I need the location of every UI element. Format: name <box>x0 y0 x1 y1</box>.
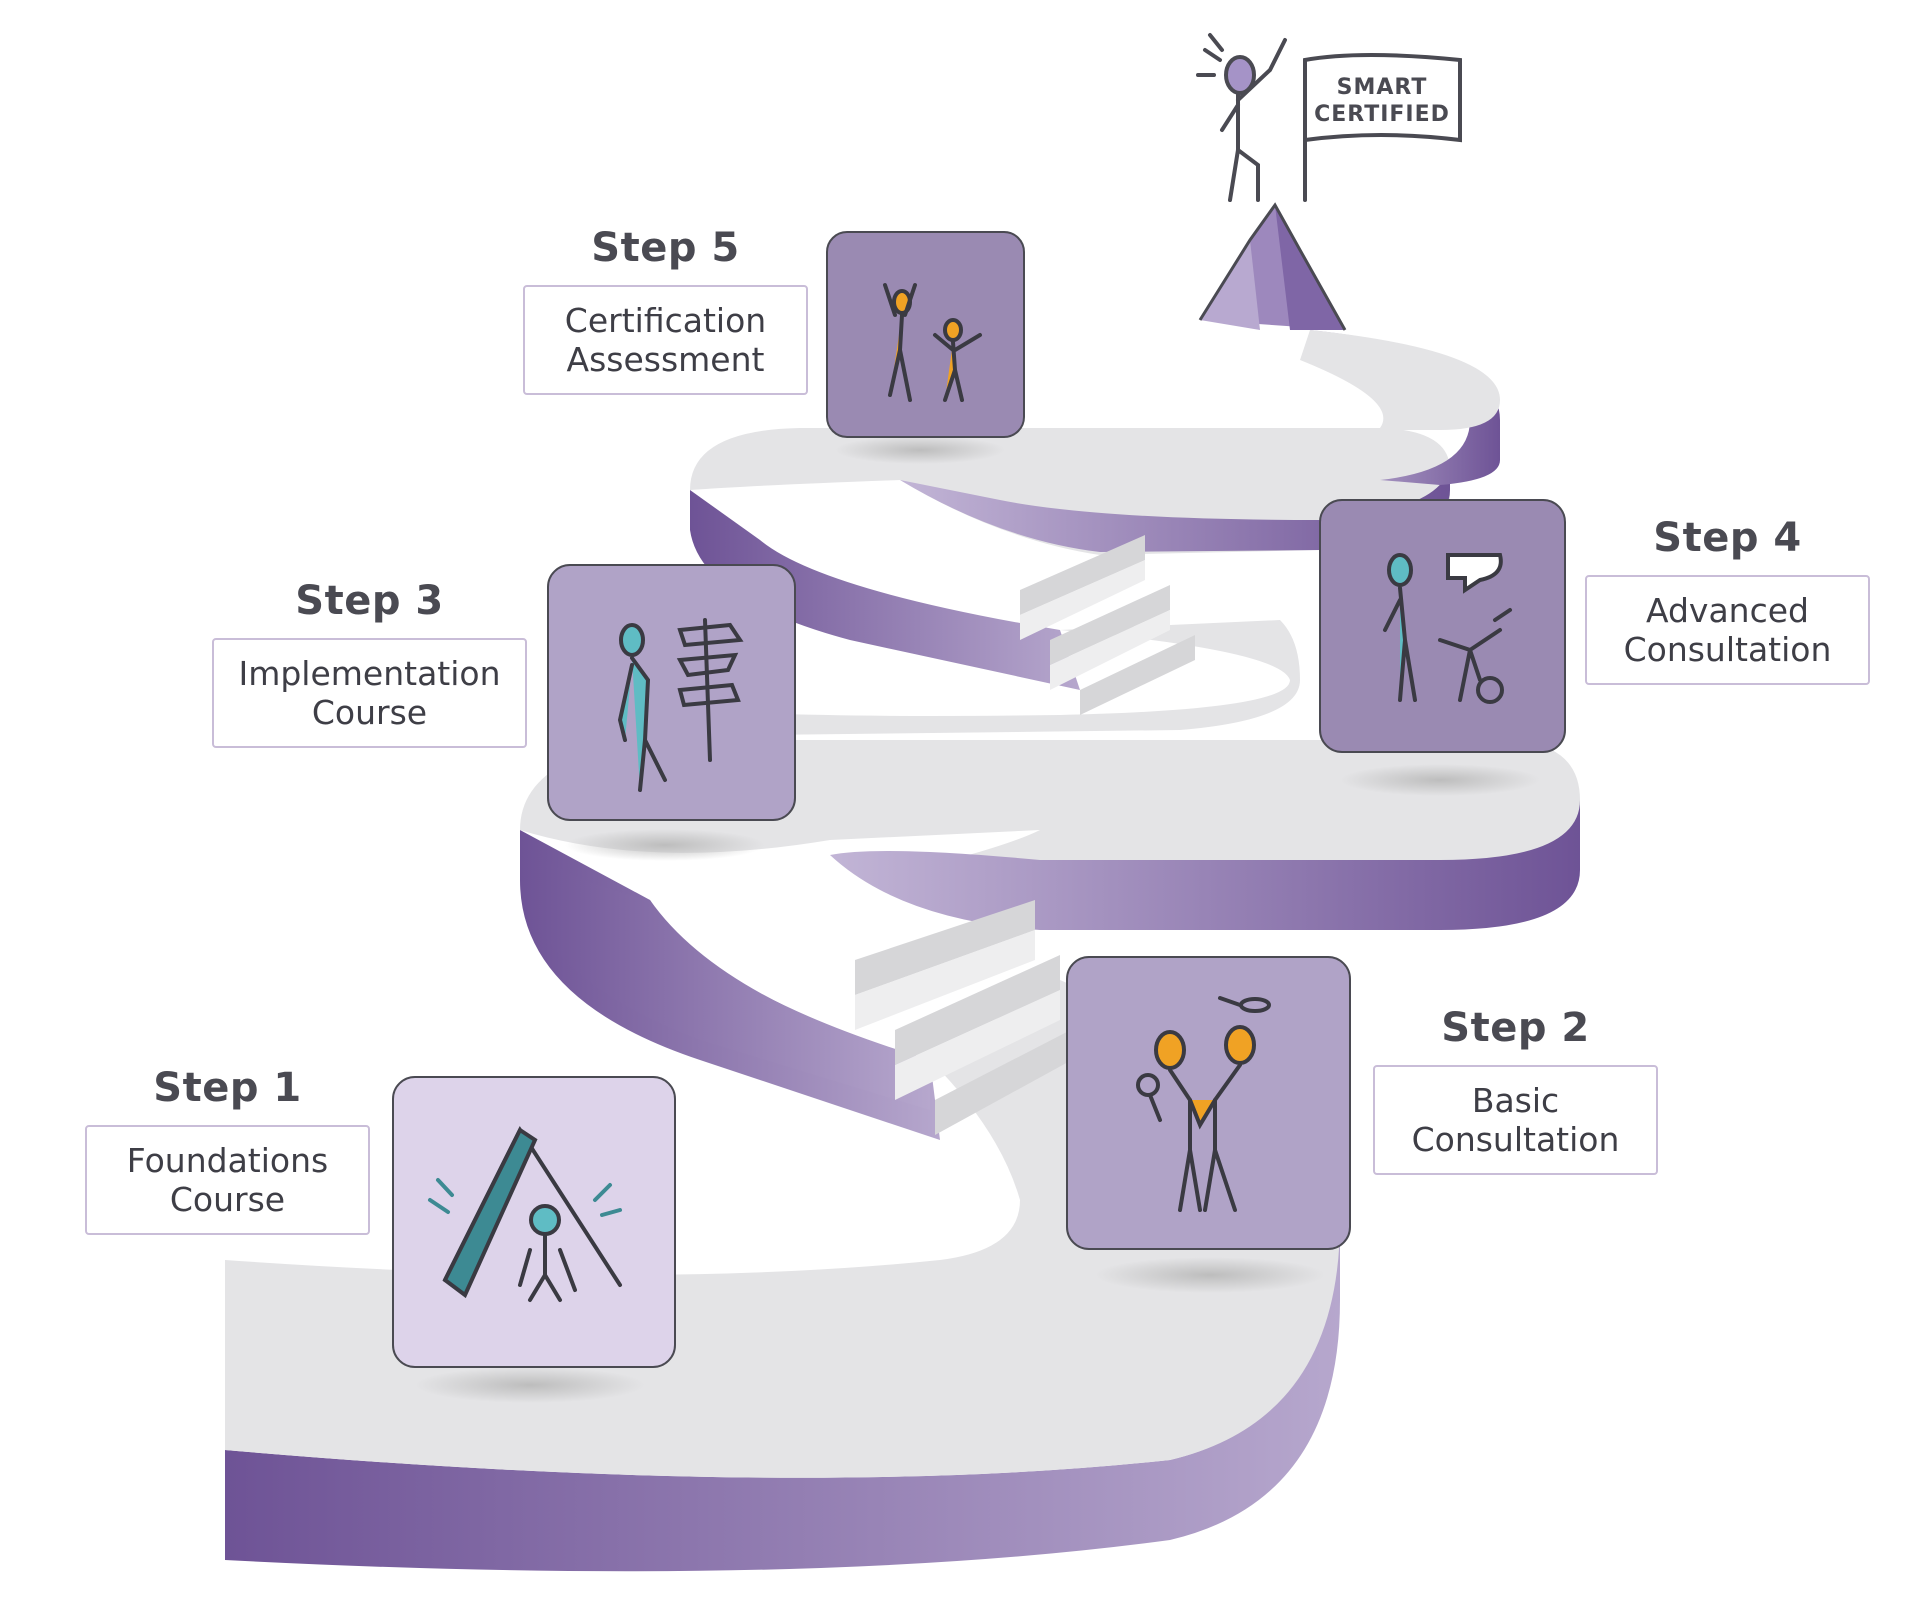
summit-mountain <box>1198 202 1347 331</box>
step-4-label-line2: Consultation <box>1623 630 1832 669</box>
step-5-label-line2: Assessment <box>566 340 765 379</box>
step-1-label-line1: Foundations <box>126 1141 329 1180</box>
step-3-label-group: Step 3 Implementation Course <box>212 578 527 748</box>
figure-at-signpost-icon <box>617 618 744 792</box>
step-4-card <box>1319 499 1566 753</box>
step-1-card <box>392 1076 676 1368</box>
step-5-title: Step 5 <box>591 225 740 271</box>
two-figures-with-magnifiers-icon <box>1136 996 1271 1212</box>
figure-under-tent-icon <box>428 1125 622 1302</box>
step-5-label: Certification Assessment <box>523 285 808 395</box>
step-3-card <box>547 564 796 821</box>
card-shadows <box>415 436 1540 1403</box>
flag-text-line1: SMART <box>1337 75 1428 100</box>
step-2-label-line1: Basic <box>1471 1081 1560 1120</box>
flag-text-line2: CERTIFIED <box>1314 102 1450 127</box>
stick-figure-on-summit-with-flag-icon <box>1196 33 1462 202</box>
step-2-card <box>1066 956 1351 1250</box>
step-5-card <box>826 231 1025 438</box>
step-2-label-line2: Consultation <box>1411 1120 1620 1159</box>
stairs-lower <box>855 900 1090 1135</box>
step-5-label-line1: Certification <box>564 301 767 340</box>
step-5-label-group: Step 5 Certification Assessment <box>523 225 808 395</box>
step-3-title: Step 3 <box>295 578 444 624</box>
step-2-label: Basic Consultation <box>1373 1065 1658 1175</box>
step-4-title: Step 4 <box>1653 515 1802 561</box>
step-1-label-line2: Course <box>169 1180 286 1219</box>
step-1-title: Step 1 <box>153 1065 302 1111</box>
step-1-label-group: Step 1 Foundations Course <box>85 1065 370 1235</box>
two-figures-celebrating-icon <box>883 283 982 402</box>
step-3-label: Implementation Course <box>212 638 527 748</box>
step-2-label-group: Step 2 Basic Consultation <box>1373 1005 1658 1175</box>
step-4-label-group: Step 4 Advanced Consultation <box>1585 515 1870 685</box>
step-4-label: Advanced Consultation <box>1585 575 1870 685</box>
step-3-label-line1: Implementation <box>238 654 501 693</box>
step-3-label-line2: Course <box>311 693 428 732</box>
stairs-upper <box>1020 535 1195 715</box>
step-2-title: Step 2 <box>1441 1005 1590 1051</box>
figures-talking-cartwheel-icon <box>1383 553 1512 704</box>
step-1-label: Foundations Course <box>85 1125 370 1235</box>
step-4-label-line1: Advanced <box>1645 591 1809 630</box>
path-segment-4 <box>1000 330 1500 485</box>
